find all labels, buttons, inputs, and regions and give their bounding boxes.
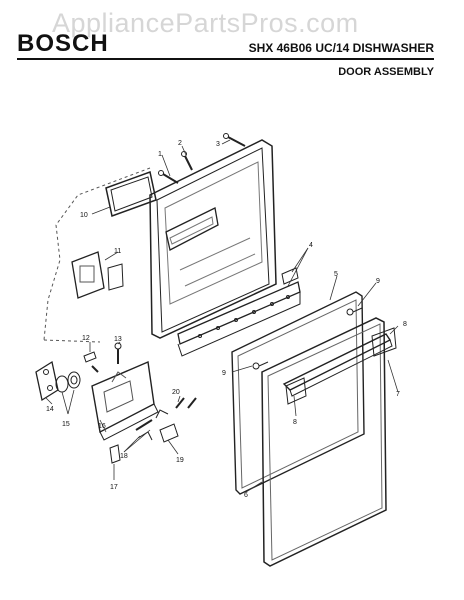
door-support-bracket	[177, 267, 301, 357]
screw-9-lower	[252, 361, 269, 370]
seal-rings	[55, 371, 81, 393]
switch-17	[109, 444, 121, 464]
pin-13	[114, 342, 122, 364]
rinse-aid-dispenser	[71, 251, 124, 299]
door-latch-plate	[35, 360, 59, 402]
spring-20	[155, 397, 197, 419]
switch-19	[159, 423, 179, 443]
callout-4: 4	[309, 242, 313, 249]
group-outline-dashed-2	[43, 339, 101, 343]
model-title: SHX 46B06 UC/14 DISHWASHER	[248, 41, 434, 55]
callout-11: 11	[114, 248, 121, 255]
brand-logo: BOSCH	[17, 30, 109, 57]
callout-2: 2	[178, 140, 182, 147]
callout-1: 1	[158, 151, 162, 158]
door-handle	[282, 327, 397, 405]
callout-8-handle-end: 8	[403, 321, 407, 328]
callout-19: 19	[176, 457, 184, 464]
callout-3: 3	[216, 141, 220, 148]
callout-9-upper: 9	[376, 278, 380, 285]
watermark: AppliancePartsPros.com	[52, 8, 359, 38]
section-title: DOOR ASSEMBLY	[338, 66, 434, 78]
callout-5: 5	[334, 271, 338, 278]
inner-door-panel	[149, 139, 277, 339]
screw-9-upper	[346, 307, 363, 316]
callout-20: 20	[172, 389, 180, 396]
callout-7: 7	[396, 391, 400, 398]
callout-labels: 1 2 3 4 5 6 7 8 8 9 9 10 11 12 13 14 15 …	[46, 140, 407, 499]
header-rule	[17, 58, 434, 60]
callout-18: 18	[120, 453, 128, 460]
callout-8-handle-cap: 8	[293, 419, 297, 426]
control-housing	[91, 360, 159, 441]
group-outline-dashed	[43, 167, 151, 341]
leader-lines	[45, 139, 399, 493]
screw-3	[223, 133, 246, 147]
callout-15: 15	[62, 421, 70, 428]
callout-12: 12	[82, 335, 90, 342]
screw-2	[181, 151, 193, 171]
callout-14: 14	[46, 406, 54, 413]
outer-door-panel	[231, 291, 365, 495]
callout-6: 6	[244, 492, 248, 499]
screw-1	[158, 170, 179, 184]
detergent-gasket	[105, 171, 157, 217]
callout-16: 16	[98, 423, 106, 430]
callout-17: 17	[110, 484, 118, 491]
spring-12	[83, 351, 99, 373]
front-door-panel	[261, 317, 387, 567]
callout-10: 10	[80, 212, 88, 219]
callout-13: 13	[114, 336, 122, 343]
callout-9-lower: 9	[222, 370, 226, 377]
